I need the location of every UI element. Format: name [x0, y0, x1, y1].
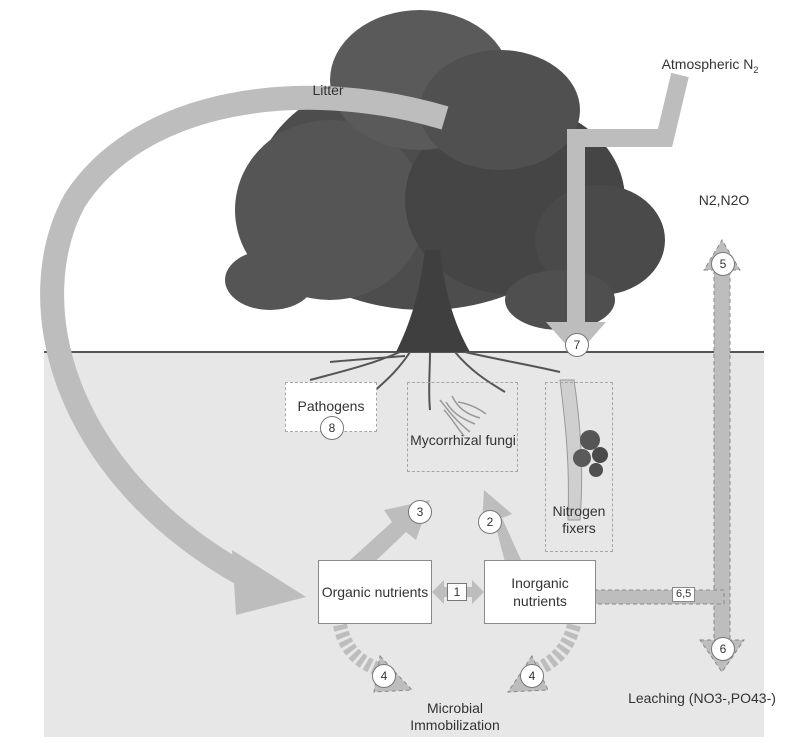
- step-3-badge: 3: [408, 500, 432, 524]
- tree-canopy: [225, 10, 665, 330]
- pathogens-label: Pathogens: [297, 398, 365, 414]
- atmospheric-arrow: [567, 72, 689, 322]
- atmospheric-label: Atmospheric N2: [620, 56, 800, 79]
- step-6-badge: 6: [711, 637, 735, 661]
- loss-tag: 6,5: [672, 587, 696, 602]
- step-4b-badge: 4: [520, 664, 544, 688]
- microbial-label: Microbial Immobilization: [410, 700, 500, 733]
- nitrogen-fixers-box: [545, 382, 613, 552]
- arrow-organic-to-microbial: [333, 623, 390, 679]
- gas-loss-label: N2,N2O: [698, 192, 750, 208]
- nitrogen-fixers-label: Nitrogen fixers: [552, 503, 606, 536]
- atmospheric-text: Atmospheric N: [661, 56, 754, 72]
- arrow-inorganic-to-microbial: [527, 623, 581, 679]
- soil-area: [44, 352, 764, 737]
- mycorrhizal-box: [407, 382, 518, 472]
- inorganic-to-loss-shaft: [593, 589, 725, 605]
- nitrogen-fixer-sketch: [559, 379, 608, 521]
- atmospheric-sub: 2: [753, 64, 759, 75]
- arrow-inorganic-to-fungi: [482, 490, 522, 566]
- step-7-badge: 7: [565, 333, 589, 357]
- inorganic-label: Inorganic nutrients: [511, 575, 569, 609]
- mycorrhizal-label: Mycorrhizal fungi: [410, 432, 516, 448]
- step-4a-badge: 4: [372, 664, 396, 688]
- organic-nutrients-box: Organic nutrients: [318, 560, 432, 624]
- litter-arrow-head: [232, 550, 306, 615]
- step-1-badge: 1: [447, 583, 467, 601]
- litter-label: Litter: [312, 82, 344, 98]
- tree-trunk: [396, 250, 470, 352]
- inorganic-nutrients-box: Inorganic nutrients: [484, 560, 596, 624]
- leaching-label: Leaching (NO3-,PO43-): [628, 690, 776, 706]
- step-5-badge: 5: [711, 252, 735, 276]
- fungi-sketch: [439, 395, 487, 437]
- gas-leach-shaft: [713, 265, 731, 647]
- step-2-badge: 2: [478, 510, 502, 534]
- litter-arrow: [40, 85, 449, 584]
- step-8-badge: 8: [320, 416, 344, 440]
- organic-label: Organic nutrients: [321, 584, 429, 600]
